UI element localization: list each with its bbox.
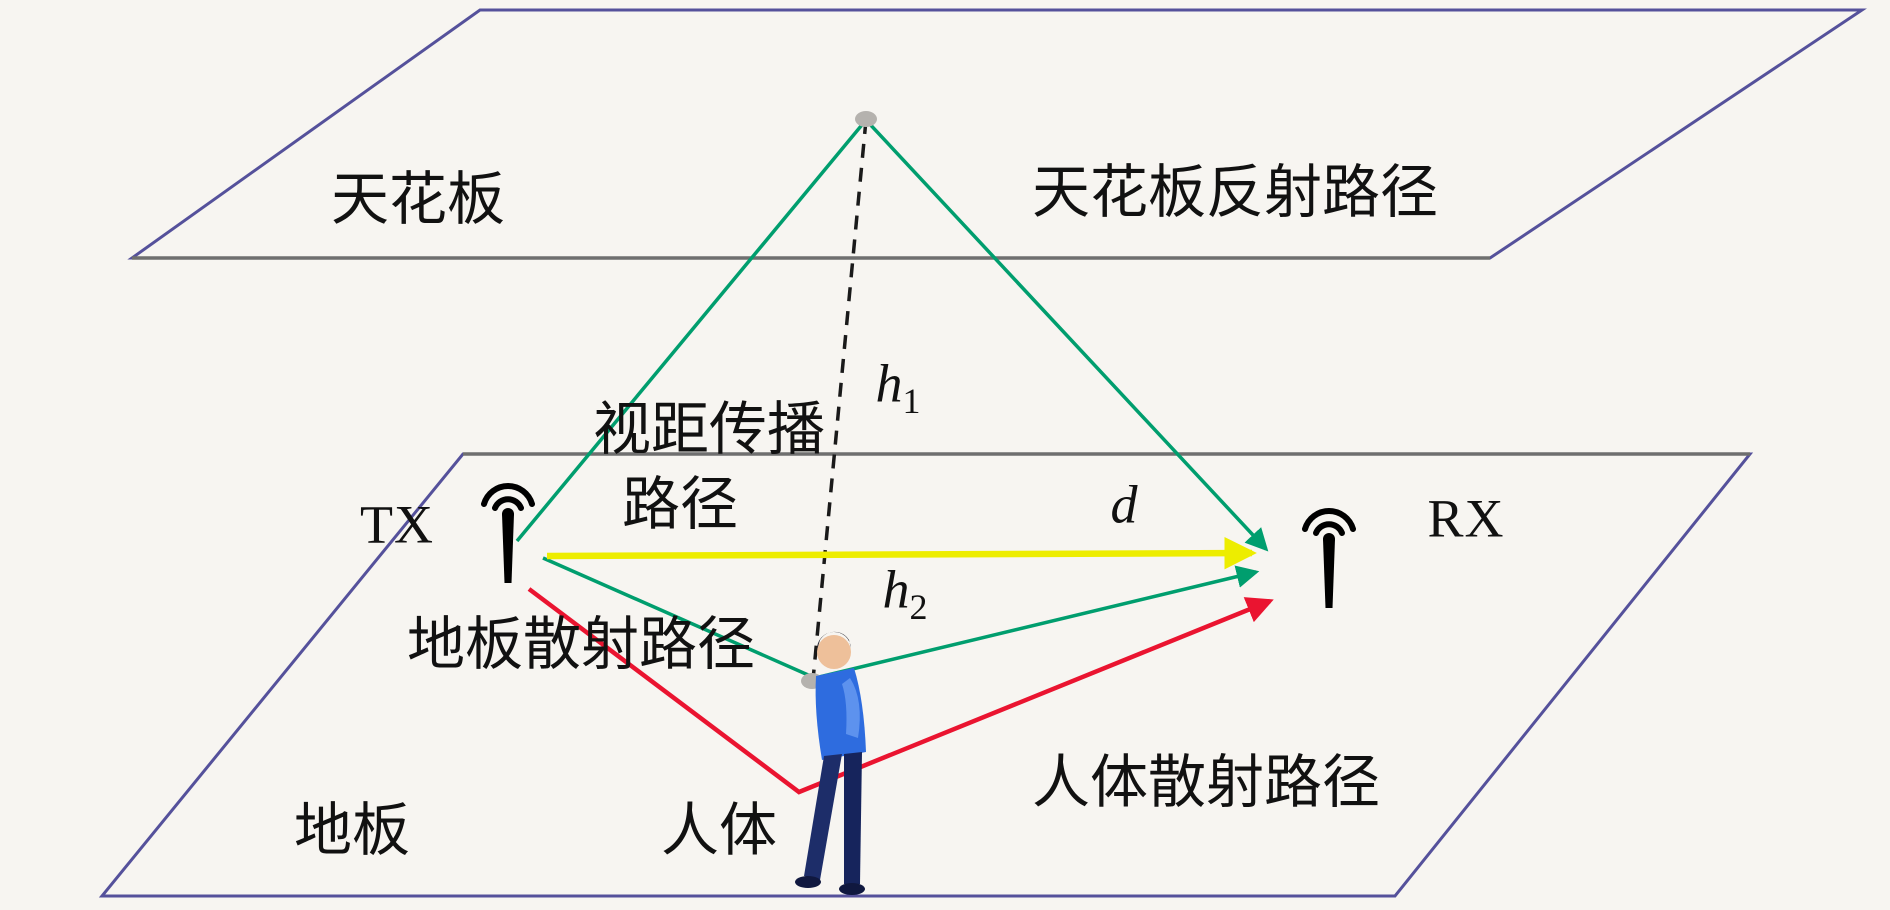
los-path-label-line1: 视距传播 bbox=[592, 397, 826, 463]
h2-symbol: h bbox=[882, 559, 910, 620]
height-dashed-line bbox=[811, 119, 868, 681]
los-path-label-line2: 路径 bbox=[621, 472, 739, 538]
floor-scatter-path-label: 地板散射路径 bbox=[406, 612, 756, 678]
rx-label: RX bbox=[1427, 488, 1505, 549]
human-scatter-path-label: 人体散射路径 bbox=[1031, 750, 1381, 816]
h1-label: h1 bbox=[876, 354, 921, 421]
human-scatter-path-line bbox=[527, 587, 1274, 795]
h2-subscript: 2 bbox=[909, 587, 928, 628]
distance-label: d bbox=[1110, 474, 1138, 535]
human-label: 人体 bbox=[660, 798, 778, 864]
h1-symbol: h bbox=[875, 353, 903, 414]
ceiling-label: 天花板 bbox=[330, 167, 506, 233]
h2-label: h2 bbox=[883, 560, 928, 627]
tx-label: TX bbox=[360, 494, 434, 555]
h1-subscript: 1 bbox=[902, 381, 921, 422]
ceiling-reflection-point bbox=[855, 111, 877, 127]
person-figure bbox=[795, 631, 866, 895]
floor-label: 地板 bbox=[293, 798, 411, 864]
ceiling-reflection-path-label: 天花板反射路径 bbox=[1031, 160, 1439, 226]
los-path-line bbox=[546, 536, 1257, 570]
rx-antenna-icon bbox=[1302, 508, 1356, 608]
tx-antenna-icon bbox=[481, 483, 535, 583]
